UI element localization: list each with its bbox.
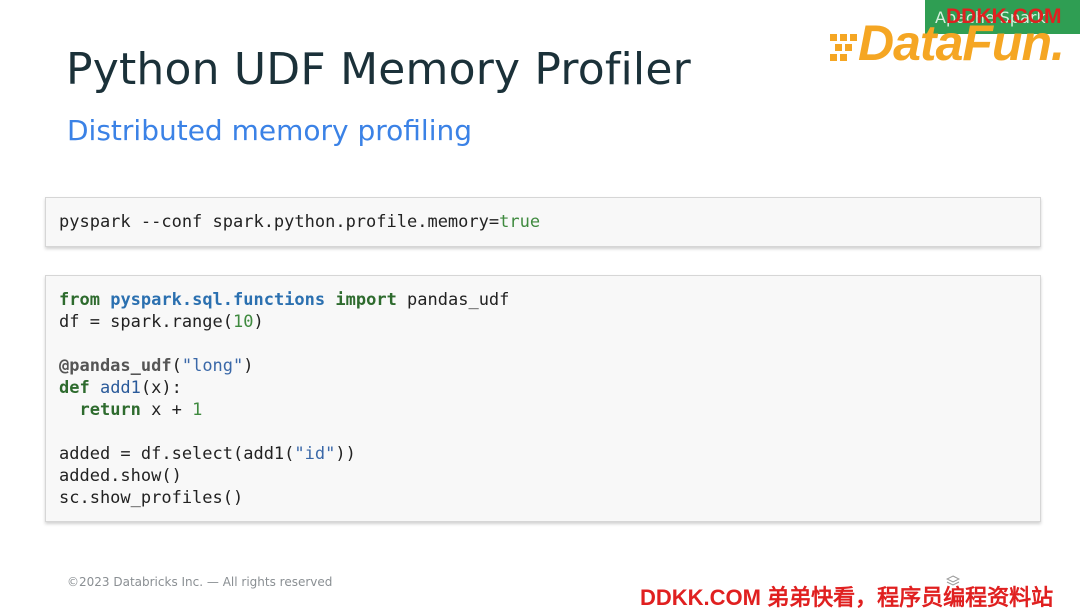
badge-text: Apache Spark bbox=[935, 8, 1046, 27]
code-text: ) bbox=[253, 312, 264, 332]
number-literal: 10 bbox=[233, 312, 254, 332]
datafun-logo: DataFun. bbox=[858, 15, 1065, 71]
python-code-block: from pyspark.sql.functions import pandas… bbox=[45, 275, 1041, 522]
code-text: ) bbox=[243, 356, 254, 376]
code-line-2: df = spark.range(10) bbox=[59, 312, 264, 332]
code-line-9: added.show() bbox=[59, 466, 182, 486]
code-line-6: return x + 1 bbox=[59, 400, 202, 420]
code-text: ( bbox=[171, 356, 182, 376]
command-text: pyspark --conf spark.python.profile.memo… bbox=[59, 212, 500, 232]
python-code: from pyspark.sql.functions import pandas… bbox=[59, 289, 509, 509]
slide-title: Python UDF Memory Profiler bbox=[66, 44, 691, 95]
import-name: pandas_udf bbox=[396, 290, 510, 310]
slide-subtitle: Distributed memory profiling bbox=[67, 114, 473, 147]
code-line-4: @pandas_udf("long") bbox=[59, 356, 254, 376]
command-line: pyspark --conf spark.python.profile.memo… bbox=[59, 211, 540, 233]
code-line-10: sc.show_profiles() bbox=[59, 488, 244, 508]
command-code-block: pyspark --conf spark.python.profile.memo… bbox=[45, 197, 1041, 247]
function-name: add1 bbox=[89, 378, 141, 398]
watermark-bottom: DDKK.COM 弟弟快看，程序员编程资料站 bbox=[640, 585, 1054, 610]
code-text: (x): bbox=[140, 378, 182, 398]
command-value: true bbox=[499, 212, 541, 232]
string-literal: "id" bbox=[294, 444, 336, 464]
code-line-1: from pyspark.sql.functions import pandas… bbox=[59, 290, 509, 310]
layers-icon bbox=[946, 575, 960, 586]
code-line-8: added = df.select(add1("id")) bbox=[59, 444, 356, 464]
datafun-logo-icon bbox=[830, 34, 857, 61]
keyword-def: def bbox=[59, 378, 90, 398]
code-text: df = spark.range( bbox=[59, 312, 233, 332]
string-literal: "long" bbox=[181, 356, 244, 376]
code-text: )) bbox=[335, 444, 356, 464]
watermark-top: DDKK.COM bbox=[946, 5, 1062, 28]
module-name: pyspark.sql.functions bbox=[110, 290, 326, 310]
decorator: @pandas_udf bbox=[59, 356, 172, 376]
number-literal: 1 bbox=[192, 400, 203, 420]
keyword-from: from bbox=[59, 290, 100, 310]
header-badge bbox=[925, 0, 1080, 34]
indent bbox=[59, 400, 79, 420]
code-line-5: def add1(x): bbox=[59, 378, 182, 398]
code-text: added = df.select(add1( bbox=[59, 444, 295, 464]
keyword-return: return bbox=[79, 400, 141, 420]
copyright-footer: ©2023 Databricks Inc. — All rights reser… bbox=[67, 575, 333, 589]
code-text: x + bbox=[140, 400, 193, 420]
keyword-import: import bbox=[335, 290, 397, 310]
